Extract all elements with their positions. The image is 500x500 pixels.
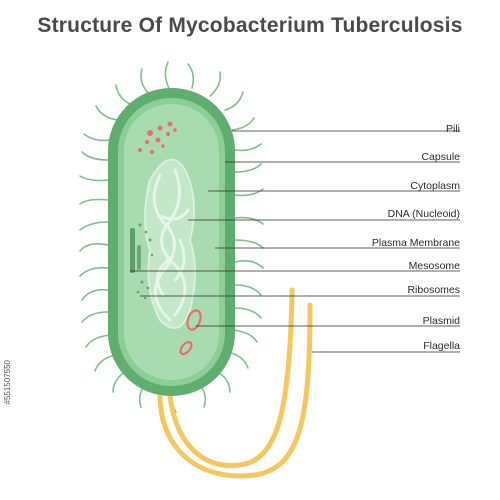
label-dna-nucleoid: DNA (Nucleoid): [387, 208, 460, 220]
label-pili: Pili: [445, 123, 460, 135]
label-flagella: Flagella: [423, 340, 460, 352]
label-cytoplasm: Cytoplasm: [410, 180, 460, 192]
label-ribosomes: Ribosomes: [407, 284, 460, 296]
red-granules: [138, 121, 177, 154]
label-plasmid: Plasmid: [422, 315, 460, 327]
leader-lines: [130, 130, 460, 353]
flagella: [157, 287, 313, 479]
plasmids: [179, 309, 202, 356]
dna-strands: [152, 168, 190, 322]
nucleoid-region: [144, 158, 196, 329]
label-capsule: Capsule: [421, 151, 460, 163]
ribosomes: [136, 223, 154, 300]
label-plasma-membrane: Plasma Membrane: [371, 237, 460, 249]
mesosome: [130, 228, 135, 273]
diagram-title: Structure Of Mycobacterium Tuberculosis: [37, 14, 463, 37]
label-mesosome: Mesosome: [408, 260, 460, 272]
stock-id: #551507550: [3, 360, 12, 405]
